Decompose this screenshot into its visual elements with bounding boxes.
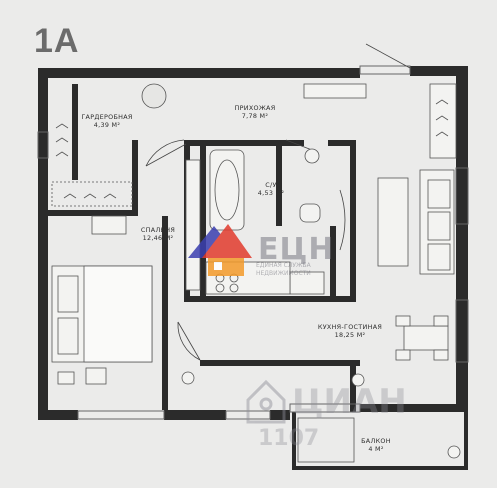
room-kitchen-living: КУХНЯ-ГОСТИНАЯ 18,25 М² — [300, 323, 400, 339]
room-bathroom: С/У 4,53 М² — [246, 181, 296, 197]
ecn-logo-text: ЕЦН — [258, 232, 335, 267]
ecn-logo-subtitle-1: ЕДИНАЯ СЛУЖБА — [256, 262, 311, 269]
unit-number: 1А — [34, 22, 80, 60]
room-hallway: ПРИХОЖАЯ 7,78 М² — [220, 104, 290, 120]
cian-logo — [246, 379, 286, 424]
room-wardrobe-name: ГАРДЕРОБНАЯ — [81, 113, 133, 121]
ecn-logo — [188, 224, 252, 276]
windows — [37, 65, 469, 420]
room-kitchen-living-area: 18,25 М² — [334, 331, 366, 339]
room-bathroom-area: 4,53 М² — [257, 189, 285, 197]
cian-watermark: ЦИАН — [292, 382, 407, 422]
doors — [145, 43, 411, 361]
room-bathroom-name: С/У — [265, 181, 277, 189]
room-hallway-area: 7,78 М² — [241, 112, 269, 120]
room-bedroom-name: СПАЛЬНЯ — [140, 226, 176, 234]
room-balcony-area: 4 М² — [368, 445, 384, 453]
room-wardrobe: ГАРДЕРОБНАЯ 4,39 М² — [72, 113, 142, 129]
furniture — [51, 83, 461, 463]
room-bedroom: СПАЛЬНЯ 12,46 М² — [128, 226, 188, 242]
cian-watermark-id: 1107 — [258, 426, 320, 451]
room-hallway-name: ПРИХОЖАЯ — [234, 104, 276, 112]
room-balcony-name: БАЛКОН — [361, 437, 391, 445]
ecn-logo-subtitle-2: НЕДВИЖИМОСТИ — [256, 270, 311, 277]
room-balcony: БАЛКОН 4 М² — [346, 437, 406, 453]
room-wardrobe-area: 4,39 М² — [93, 121, 121, 129]
room-kitchen-living-name: КУХНЯ-ГОСТИНАЯ — [317, 323, 383, 331]
room-bedroom-area: 12,46 М² — [142, 234, 174, 242]
